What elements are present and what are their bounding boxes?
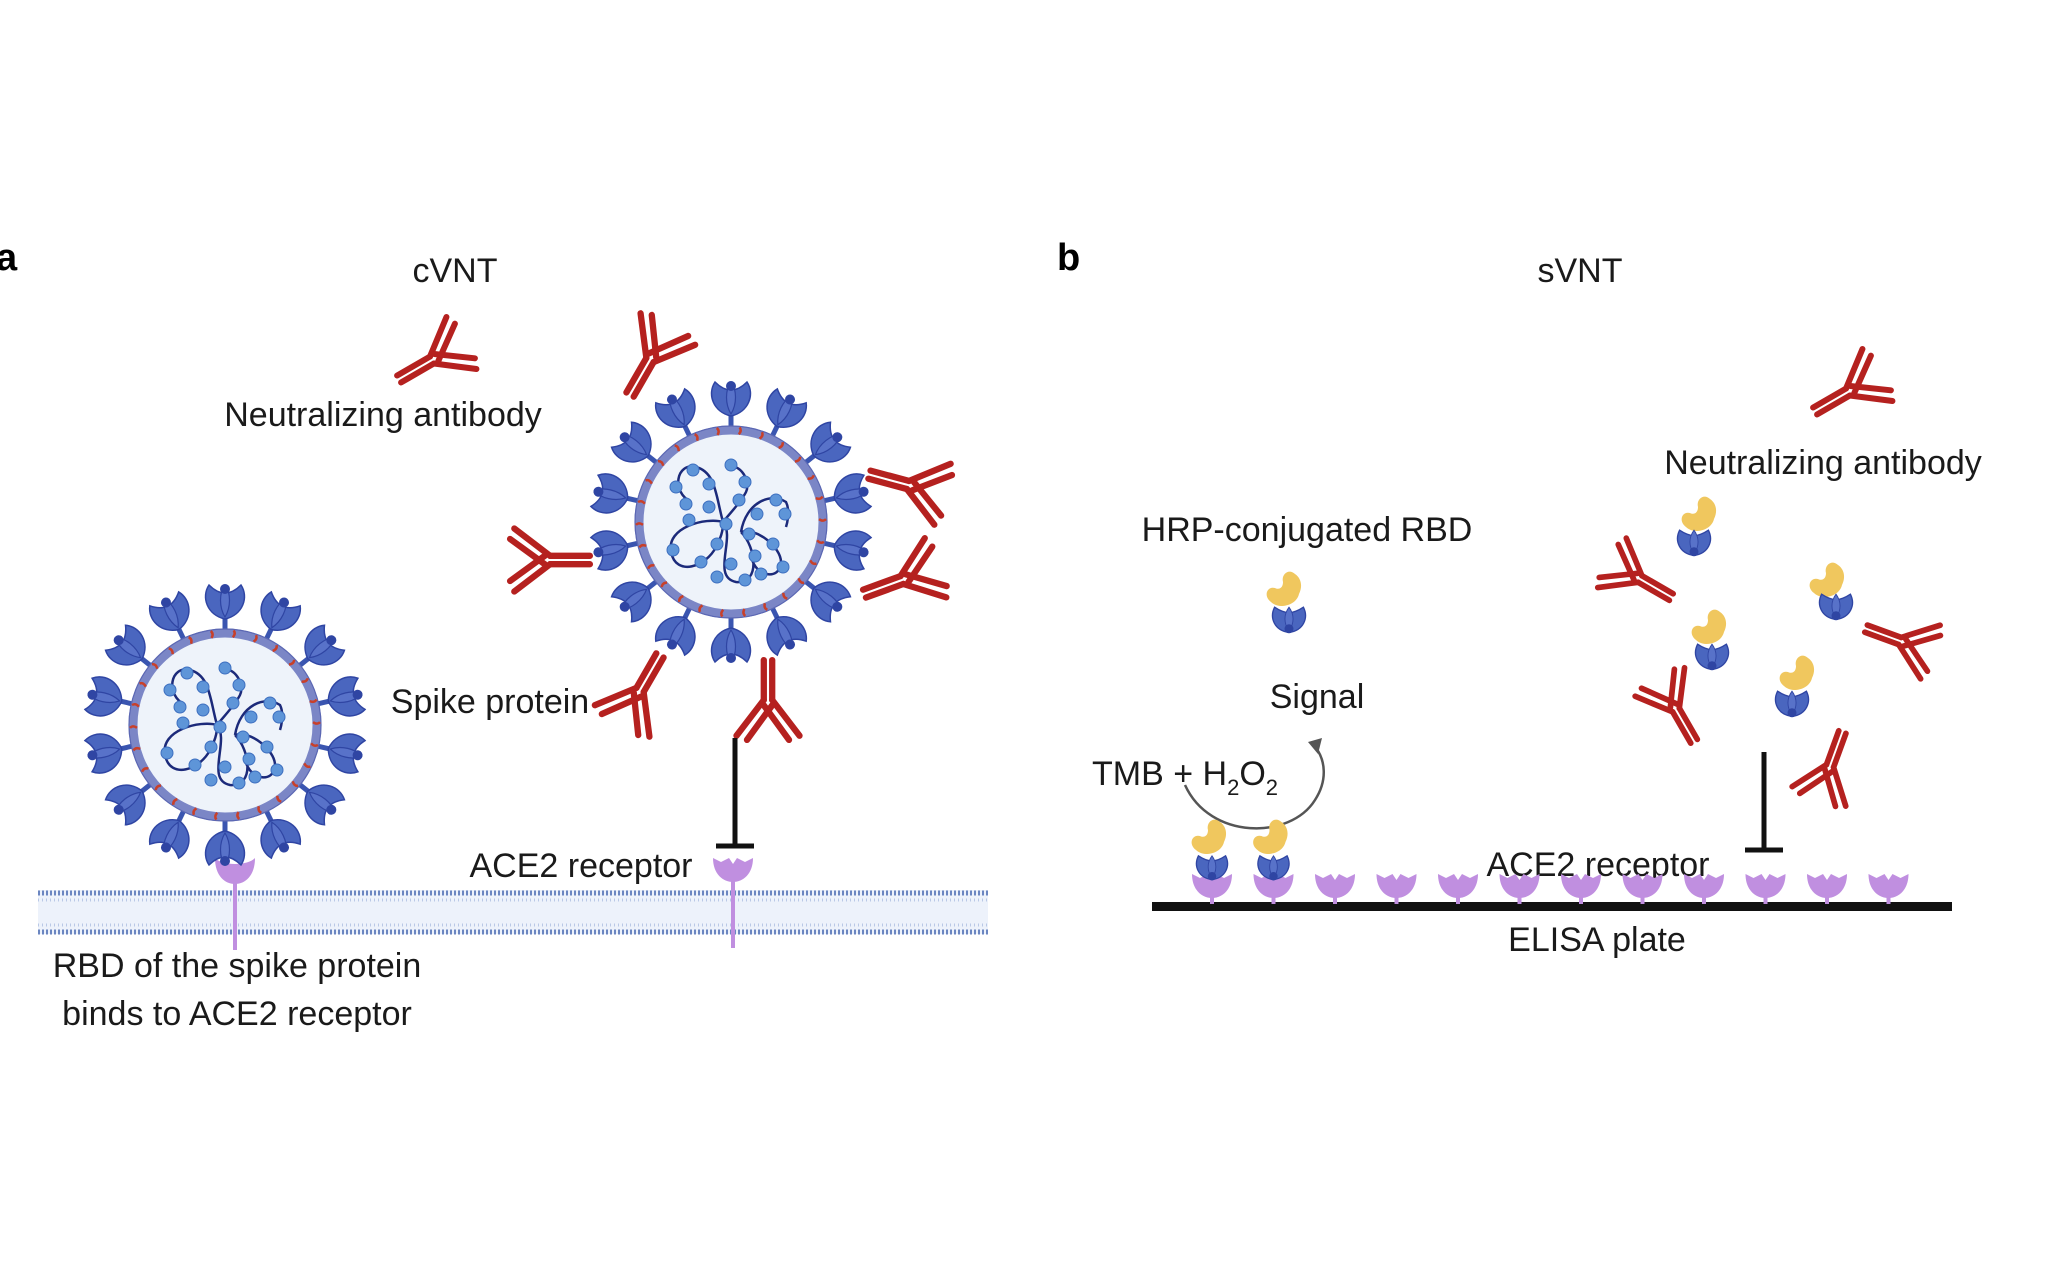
ace2-receptor-free-icon bbox=[713, 858, 753, 948]
elisa-plate-label: ELISA plate bbox=[1508, 921, 1686, 959]
viral-rna-icon bbox=[666, 458, 792, 587]
tmb-h2o2-label: TMB + H2O2 bbox=[1092, 755, 1278, 800]
panel-b: b sVNT HRP-conjugated RBD Signal TMB + H… bbox=[1057, 237, 1982, 959]
viral-rna-icon bbox=[160, 661, 286, 790]
rbd-binding-label-line1: RBD of the spike protein bbox=[53, 947, 422, 985]
ace2-receptor-icon bbox=[1807, 874, 1847, 904]
inhibition-symbol-b bbox=[1745, 752, 1783, 853]
panel-a-letter: a bbox=[0, 237, 18, 279]
ace2-receptor-icon bbox=[1438, 874, 1478, 904]
neutralized-complex-icon bbox=[1633, 609, 1730, 756]
signal-label: Signal bbox=[1270, 678, 1365, 716]
ace2-receptor-icon bbox=[1868, 874, 1909, 904]
panel-a: a cVNT Neutralizing antibody bbox=[0, 237, 988, 1033]
ace2-receptor-label-a: ACE2 receptor bbox=[470, 847, 693, 885]
cell-membrane bbox=[38, 890, 988, 935]
bound-antibody-icon bbox=[737, 660, 800, 740]
virion-bound-icon bbox=[82, 583, 368, 867]
free-antibody-b-icon bbox=[1800, 347, 1896, 437]
hrp-rbd-label: HRP-conjugated RBD bbox=[1142, 511, 1473, 549]
neutralizing-antibody-label-a: Neutralizing antibody bbox=[224, 396, 542, 434]
reaction-arrow-icon bbox=[1183, 738, 1325, 830]
hrp-rbd-free-icon bbox=[1266, 571, 1307, 634]
bound-hrp-rbd-icon bbox=[1191, 819, 1229, 882]
neutralizing-antibody-label-b: Neutralizing antibody bbox=[1664, 444, 1982, 482]
rbd-binding-label-line2: binds to ACE2 receptor bbox=[62, 995, 412, 1033]
ace2-receptor-icon bbox=[1745, 874, 1786, 904]
inhibition-symbol-a bbox=[716, 738, 754, 849]
neutralized-complex-icon bbox=[1774, 655, 1870, 810]
panel-a-title: cVNT bbox=[413, 252, 498, 290]
virion-neutralized-icon bbox=[588, 380, 874, 664]
free-antibody-icon bbox=[384, 315, 480, 405]
elisa-plate bbox=[1152, 902, 1952, 911]
neutralized-complex-icon bbox=[1809, 562, 1944, 681]
ace2-receptor-icon bbox=[1376, 874, 1417, 904]
bound-antibody-icon bbox=[861, 444, 954, 526]
neutralized-complex-icon bbox=[1594, 496, 1717, 622]
bound-antibody-icon bbox=[510, 529, 590, 592]
panel-b-letter: b bbox=[1057, 237, 1080, 279]
ace2-receptor-icon bbox=[1315, 874, 1355, 904]
spike-protein-label: Spike protein bbox=[391, 683, 589, 721]
bound-antibody-icon bbox=[854, 537, 951, 623]
panel-b-title: sVNT bbox=[1538, 252, 1623, 290]
bound-antibody-icon bbox=[593, 640, 687, 741]
